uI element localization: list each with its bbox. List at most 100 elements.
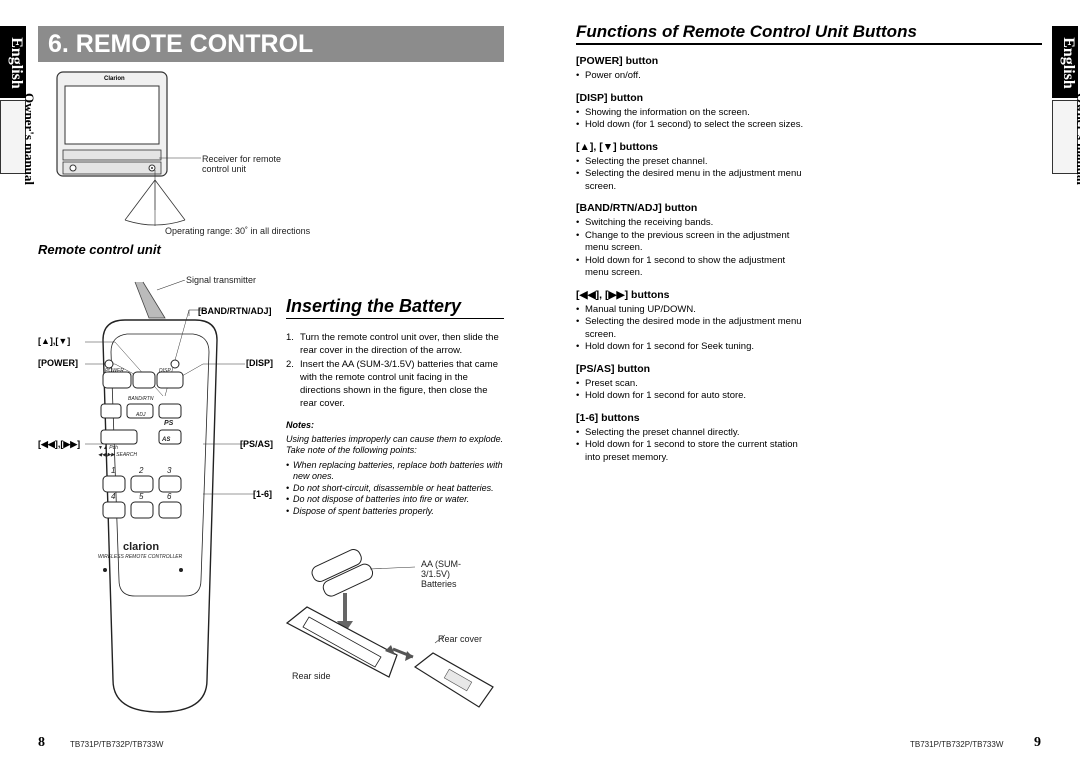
bullet-text: Power on/off.: [585, 70, 641, 81]
functions-list: [POWER] button •Power on/off. [DISP] but…: [576, 55, 806, 473]
operating-range-label: Operating range: 30˚ in all directions: [165, 226, 311, 236]
function-bullet: •Manual tuning UP/DOWN.: [576, 303, 696, 315]
note-item: •When replacing batteries, replace both …: [286, 460, 508, 483]
function-bullet: •Selecting the desired mode in the adjus…: [576, 316, 806, 341]
owner-tab-label: Owner's manual: [22, 92, 38, 186]
function-bullet: •Hold down for 1 second to show the adju…: [576, 255, 806, 280]
notes-block: Notes: Using batteries improperly can ca…: [286, 420, 508, 517]
function-bullet: •Selecting the desired menu in the adjus…: [576, 168, 806, 193]
note-text: Do not dispose of batteries into fire or…: [293, 494, 470, 504]
bullet-text: Showing the information on the screen.: [585, 106, 750, 118]
function-psas: [PS/AS] button •Preset scan. •Hold down …: [576, 363, 806, 403]
function-title: [1-6] buttons: [576, 411, 640, 424]
battery-label: AA (SUM-3/1.5V) Batteries: [421, 559, 462, 589]
function-title: [BAND/RTN/ADJ] button: [576, 202, 698, 214]
model-number-right: TB731P/TB732P/TB733W: [910, 740, 1004, 749]
rear-side-label: Rear side: [292, 671, 331, 681]
remote-key-3: 3: [167, 466, 172, 475]
remote-key-as: AS: [162, 437, 171, 443]
callout-disp: [DISP]: [246, 358, 273, 368]
page-number-left: 8: [38, 735, 45, 750]
remote-key-disp: DISP: [159, 368, 171, 374]
rear-cover-label: Rear cover: [438, 634, 483, 644]
function-title: [DISP] button: [576, 91, 644, 104]
bullet-text: Selecting the preset channel directly.: [585, 426, 740, 438]
remote-brand-logo: clarion: [123, 541, 160, 553]
remote-subtitle: WIRELESS REMOTE CONTROLLER: [98, 554, 183, 560]
function-seek: [◀◀], [▶▶] buttons •Manual tuning UP/DOW…: [576, 289, 806, 354]
remote-key-power: POWER: [105, 368, 124, 374]
note-item: •Do not dispose of batteries into fire o…: [286, 494, 470, 504]
bullet-text: Change to the previous screen in the adj…: [585, 229, 790, 254]
inserting-heading: Inserting the Battery: [286, 296, 504, 319]
language-tab-label: English: [7, 37, 25, 89]
note-text: Dispose of spent batteries properly.: [293, 505, 434, 516]
bullet-text: Hold down for 1 second for auto store.: [585, 390, 747, 401]
functions-heading: Functions of Remote Control Unit Buttons: [576, 22, 1042, 45]
owner-tab-label: Owner's manual: [1074, 92, 1080, 186]
bullet-text: Switching the receiving bands.: [585, 217, 714, 228]
note-item: •Do not short-circuit, disassemble or he…: [286, 482, 494, 493]
step-number: 2.: [286, 359, 294, 370]
callout-band: [BAND/RTN/ADJ]: [198, 306, 272, 316]
note-text: Do not short-circuit, disassemble or hea…: [293, 482, 494, 493]
model-number-left: TB731P/TB732P/TB733W: [70, 740, 164, 749]
remote-key-search: ◀◀ ▶▶ SEARCH: [98, 452, 137, 458]
function-bullet: •Change to the previous screen in the ad…: [576, 230, 806, 255]
step-number: 1.: [286, 332, 294, 343]
bullet-text: Manual tuning UP/DOWN.: [585, 303, 696, 315]
step-text: Turn the remote control unit over, then …: [300, 332, 499, 356]
function-bullet: •Hold down for 1 second for auto store.: [576, 390, 747, 401]
page-title: 6. REMOTE CONTROL: [38, 26, 504, 62]
function-bullet: •Power on/off.: [576, 70, 641, 81]
bullet-text: Selecting the desired menu in the adjust…: [585, 168, 802, 192]
bullet-text: Hold down (for 1 second) to select the s…: [585, 119, 804, 130]
function-bullet: •Showing the information on the screen.: [576, 106, 750, 118]
bullet-text: Selecting the preset channel.: [585, 155, 708, 167]
function-power: [POWER] button •Power on/off.: [576, 55, 806, 83]
note-item: •Dispose of spent batteries properly.: [286, 505, 434, 516]
remote-key-pch: ▼▲ Pch: [98, 445, 118, 451]
inserting-steps: 1. Turn the remote control unit over, the…: [286, 331, 506, 411]
function-bullet: •Hold down for 1 second to store the cur…: [576, 439, 806, 464]
remote-illustration: [85, 280, 255, 713]
language-tab-left: English: [0, 26, 26, 98]
notes-intro: Using batteries improperly can cause the…: [286, 433, 504, 456]
callout-updown: [▲],[▼]: [38, 336, 71, 346]
callout-seek: [◀◀],[▶▶]: [38, 439, 81, 449]
remote-control-heading: Remote control unit: [38, 242, 161, 257]
function-bullet: •Selecting the preset channel directly.: [576, 426, 740, 438]
function-bullet: •Preset scan.: [576, 377, 638, 389]
function-disp: [DISP] button •Showing the information o…: [576, 92, 806, 132]
function-title: [▲], [▼] buttons: [576, 140, 659, 153]
function-bullet: •Selecting the preset channel.: [576, 155, 708, 167]
signal-transmitter-label: Signal transmitter: [186, 275, 257, 285]
callout-psas: [PS/AS]: [240, 439, 274, 449]
remote-key-1: 1: [111, 466, 116, 475]
function-bullet: •Hold down (for 1 second) to select the …: [576, 119, 804, 130]
function-updown: [▲], [▼] buttons •Selecting the preset c…: [576, 141, 806, 194]
function-bullet: •Hold down for 1 second for Seek tuning.: [576, 341, 754, 352]
remote-key-6: 6: [167, 492, 172, 501]
bullet-text: Hold down for 1 second to store the curr…: [585, 439, 798, 463]
notes-title: Notes:: [286, 420, 315, 430]
receiver-label: Receiver for remote control unit: [202, 154, 282, 174]
receiver-brand: Clarion: [104, 76, 125, 82]
owner-tab-right: Owner's manual: [1052, 93, 1080, 185]
step-item: 1. Turn the remote control unit over, the…: [286, 331, 506, 357]
function-title: [PS/AS] button: [576, 362, 651, 375]
function-title: [POWER] button: [576, 55, 659, 67]
bullet-text: Selecting the desired mode in the adjust…: [585, 316, 802, 340]
language-tab-label: English: [1059, 37, 1077, 89]
function-presets: [1-6] buttons •Selecting the preset chan…: [576, 412, 806, 465]
page-number-right: 9: [1034, 735, 1041, 750]
note-text: When replacing batteries, replace both b…: [293, 459, 503, 482]
remote-key-5: 5: [139, 492, 144, 501]
bullet-text: Preset scan.: [585, 377, 638, 389]
receiver-illustration: [56, 71, 201, 226]
callout-presets: [1-6]: [253, 489, 273, 499]
function-title: [◀◀], [▶▶] buttons: [576, 288, 670, 301]
remote-key-ps: PS: [164, 420, 174, 427]
function-bullet: •Switching the receiving bands.: [576, 217, 714, 228]
remote-key-4: 4: [111, 492, 116, 501]
